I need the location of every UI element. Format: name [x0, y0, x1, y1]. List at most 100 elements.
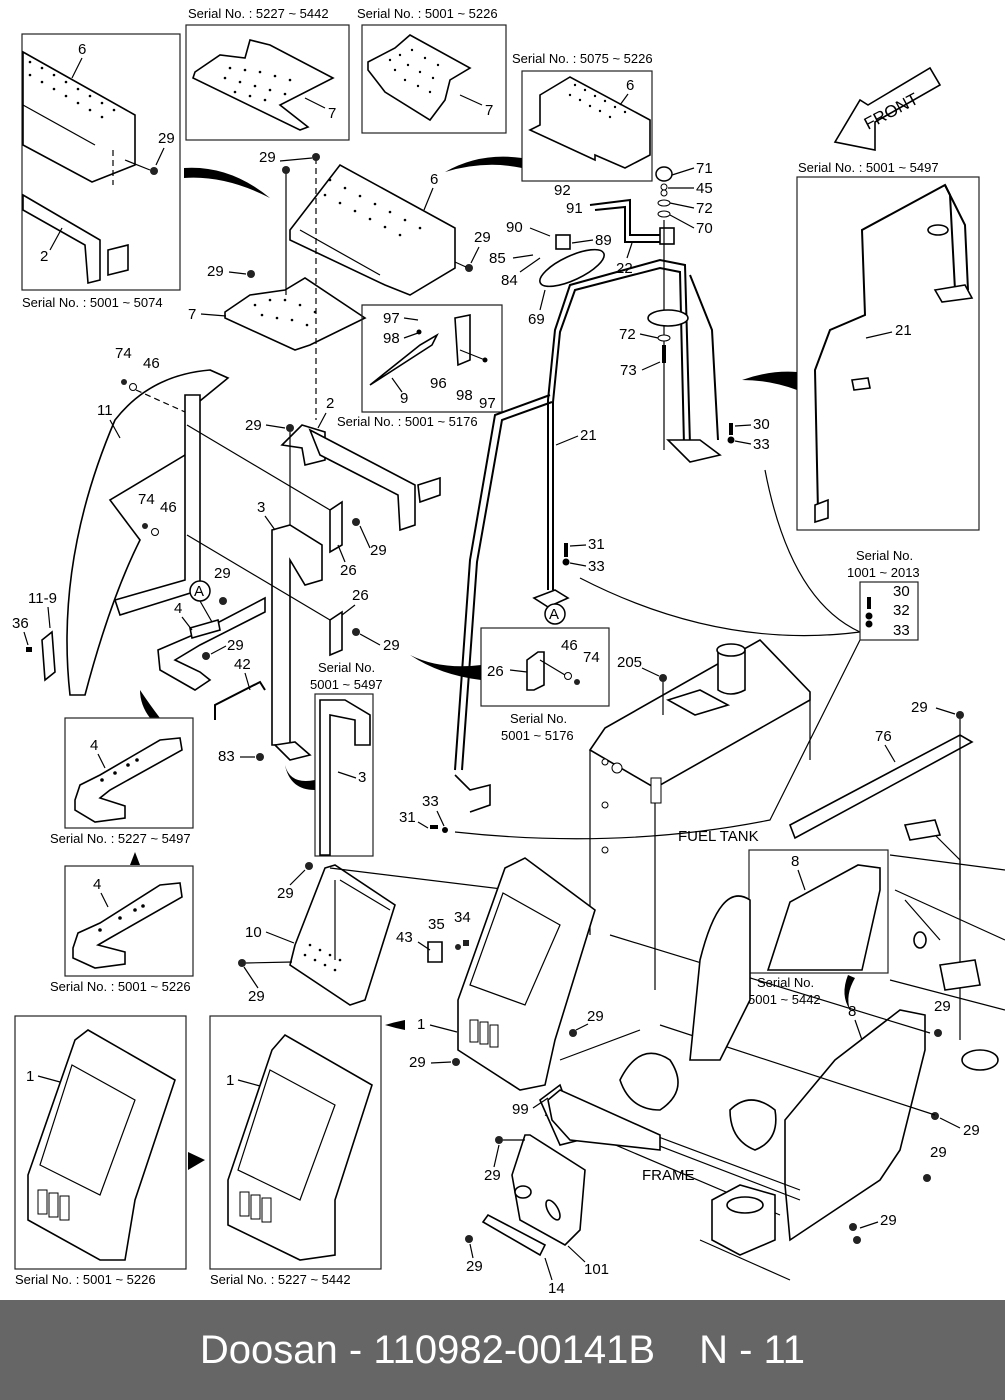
base-plate-part — [666, 439, 722, 463]
lower-frame-sketch: FRAME — [539, 895, 801, 1281]
callout-29: 29 — [158, 130, 175, 147]
console-1-assembly: 35 34 43 1 29 29 99 — [385, 857, 661, 1151]
footer-brand: Doosan — [199, 1327, 338, 1372]
callout-swoosh — [385, 1020, 405, 1030]
serial-label: Serial No. : 5227 ~ 5442 — [188, 6, 329, 21]
bolt-29-icon — [150, 167, 158, 175]
inset-plate-5001-5226: Serial No. : 5001 ~ 5226 7 — [357, 6, 507, 134]
serial-label: Serial No. : 5001 ~ 5497 — [798, 160, 939, 175]
inset-plate-5227-5442: Serial No. : 5227 ~ 5442 7 — [185, 6, 350, 141]
callout-29: 29 — [484, 1167, 501, 1184]
serial-label: Serial No. : 5001 ~ 5226 — [357, 6, 498, 21]
callout-205: 205 — [617, 654, 642, 671]
cover-76: 29 76 — [788, 699, 974, 1040]
callout-83: 83 — [218, 748, 235, 765]
inset-console-5001-5226: 1 Serial No. : 5001 ~ 5226 — [14, 1015, 205, 1287]
callout-11-9: 11-9 — [28, 590, 57, 607]
callout-swoosh — [184, 167, 270, 198]
leader-curve — [579, 577, 861, 637]
serial-label: Serial No. — [757, 975, 814, 990]
handrail-21-part — [547, 258, 691, 590]
serial-label: 5001 ~ 5176 — [501, 728, 574, 743]
mirror-assembly: 71 45 72 70 92 91 90 89 85 84 22 69 72 7… — [489, 160, 713, 450]
callout-30: 30 — [893, 583, 910, 600]
bolt-29-icon — [282, 166, 290, 174]
fender-11-assembly: 74 46 11 74 46 11-9 36 — [12, 345, 230, 696]
cover-8-assembly: 8 29 29 29 29 — [609, 934, 980, 1244]
callout-swoosh — [410, 655, 481, 680]
mirror-69-part — [539, 248, 605, 288]
bolt-29-icon — [352, 628, 360, 636]
inset-handrail-5001-5497: Serial No. : 5001 ~ 5497 21 — [742, 160, 980, 531]
callout-72: 72 — [696, 200, 713, 217]
exploded-view-drawing: 6 29 2 Serial No. : 5001 ~ 5074 Serial N… — [12, 6, 1005, 1297]
callout-29: 29 — [409, 1054, 426, 1071]
callout-29: 29 — [214, 565, 231, 582]
bolt-29-icon — [465, 1235, 473, 1243]
callout-9: 9 — [400, 390, 408, 407]
callout-74: 74 — [583, 649, 600, 666]
callout-92: 92 — [554, 182, 571, 199]
inset-bracket-9-5001-5176: 97 98 9 96 98 97 Serial No. : 5001 ~ 517… — [337, 304, 503, 429]
bolt-205-icon — [659, 674, 667, 682]
cover-6-part — [289, 163, 456, 296]
inset-frame — [521, 70, 653, 182]
console-1-part — [227, 1033, 373, 1261]
callout-31: 31 — [588, 536, 605, 553]
bolt-83-icon — [256, 753, 264, 761]
cover-6-part — [22, 50, 136, 183]
callout-33: 33 — [753, 436, 770, 453]
callout-29: 29 — [383, 637, 400, 654]
inset-frame — [21, 33, 181, 291]
serial-label: Serial No. : 5227 ~ 5497 — [50, 831, 191, 846]
cover-6-part — [528, 76, 651, 169]
arm-4-part — [74, 737, 183, 823]
callout-29: 29 — [474, 229, 491, 246]
inset-bolts-1001-2013: Serial No. 1001 ~ 2013 30 32 33 — [847, 548, 920, 641]
leader-curve — [764, 469, 861, 633]
callout-69: 69 — [528, 311, 545, 328]
inset-arm-5001-5226: 4 Serial No. : 5001 ~ 5226 — [50, 865, 194, 994]
reference-a-label: A — [549, 606, 559, 623]
callout-97: 97 — [479, 395, 496, 412]
bolt-29-icon — [956, 711, 964, 719]
inset-stay-3-5001-5497: Serial No. 5001 ~ 5497 3 — [285, 660, 383, 857]
bracket-part — [647, 309, 689, 327]
callout-14: 14 — [548, 1280, 565, 1297]
callout-6: 6 — [78, 41, 86, 58]
callout-21: 21 — [895, 322, 912, 339]
callout-35: 35 — [428, 916, 445, 933]
parts-diagram: 6 29 2 Serial No. : 5001 ~ 5074 Serial N… — [12, 6, 1005, 1297]
bracket-2-stay-3-assembly: 2 29 3 29 26 26 29 4 A 29 29 — [157, 395, 441, 765]
stay-3-part — [319, 699, 371, 856]
serial-label: Serial No. — [856, 548, 913, 563]
callout-72: 72 — [619, 326, 636, 343]
boom-bracket-part — [729, 1099, 777, 1151]
perforation-holes — [28, 60, 116, 119]
swing-post-part — [711, 1184, 776, 1256]
callout-29: 29 — [934, 998, 951, 1015]
cap-71-part — [655, 166, 673, 182]
callout-1: 1 — [226, 1072, 234, 1089]
callout-70: 70 — [696, 220, 713, 237]
step-10-part — [289, 864, 396, 1006]
inset-cover-5075-5226: Serial No. : 5075 ~ 5226 6 — [512, 51, 653, 182]
footer-bar: Doosan - 110982-00141B N - 11 — [0, 1300, 1005, 1400]
bracket-9-part — [369, 332, 439, 386]
bolt-29-icon — [202, 652, 210, 660]
callout-10: 10 — [245, 924, 262, 941]
callout-29: 29 — [963, 1122, 980, 1139]
callout-29: 29 — [880, 1212, 897, 1229]
cover-8-part — [766, 864, 881, 971]
callout-29: 29 — [930, 1144, 947, 1161]
washer-33-icon — [562, 558, 570, 566]
bracket-26-part — [329, 500, 343, 554]
callout-29: 29 — [248, 988, 265, 1005]
bolt-29-icon — [931, 1112, 939, 1120]
callout-85: 85 — [489, 250, 506, 267]
serial-label: 5001 ~ 5442 — [748, 992, 821, 1007]
serial-label: 5001 ~ 5497 — [310, 677, 383, 692]
callout-74: 74 — [115, 345, 132, 362]
console-1-part — [27, 1029, 176, 1261]
arm-4-part — [157, 596, 266, 691]
